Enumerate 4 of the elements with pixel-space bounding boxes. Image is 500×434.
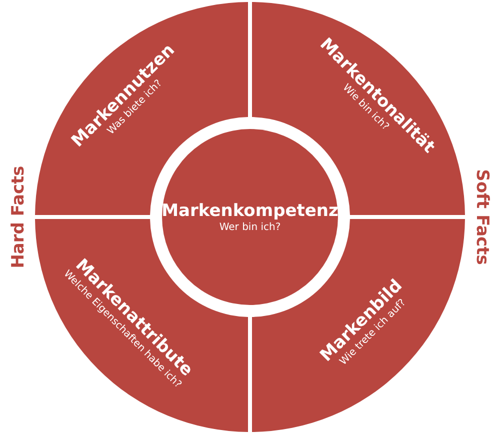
segment-subtitle: Wer bin ich? [218, 222, 282, 233]
segment-title: Markenkompetenz [162, 201, 338, 221]
side-label: Soft Facts [472, 169, 492, 265]
side-label: Hard Facts [8, 166, 28, 268]
